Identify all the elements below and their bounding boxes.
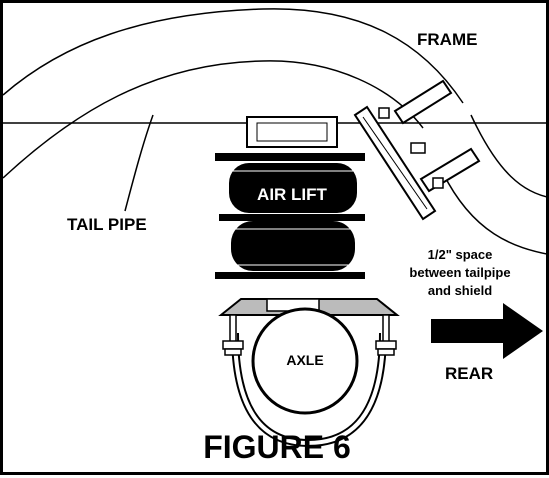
- tail-pipe-upper-edge: [3, 8, 464, 104]
- axle-label: AXLE: [286, 352, 323, 368]
- axle: [251, 307, 359, 415]
- upper-bracket: [246, 116, 338, 148]
- tail-pipe-right-lower: [442, 172, 549, 256]
- saddle-bolt-right: [375, 314, 397, 356]
- heat-shield: [353, 79, 481, 221]
- air-spring-brand-label: AIR LIFT: [257, 185, 327, 204]
- tail-pipe-right-upper: [470, 114, 549, 199]
- rear-label: REAR: [445, 364, 493, 383]
- installation-diagram: FRAME TAIL PIPE AIR LIFT AXLE REAR 1/2" …: [3, 8, 549, 465]
- lower-bracket: [218, 298, 400, 316]
- air-spring: [215, 153, 365, 279]
- tail-pipe-leader-line: [124, 114, 154, 212]
- tail-pipe-label: TAIL PIPE: [67, 215, 147, 234]
- figure-title: FIGURE 6: [203, 429, 351, 465]
- space-note-line1: 1/2" space: [428, 247, 493, 262]
- rear-arrow-icon: [431, 303, 543, 359]
- tail-pipe-lower-edge: [3, 60, 424, 179]
- saddle-bolt-left: [222, 314, 244, 356]
- space-note-line2: between tailpipe: [409, 265, 510, 280]
- axle-strap-inner: [233, 332, 385, 446]
- space-note-line3: and shield: [428, 283, 492, 298]
- frame-label: FRAME: [417, 30, 477, 49]
